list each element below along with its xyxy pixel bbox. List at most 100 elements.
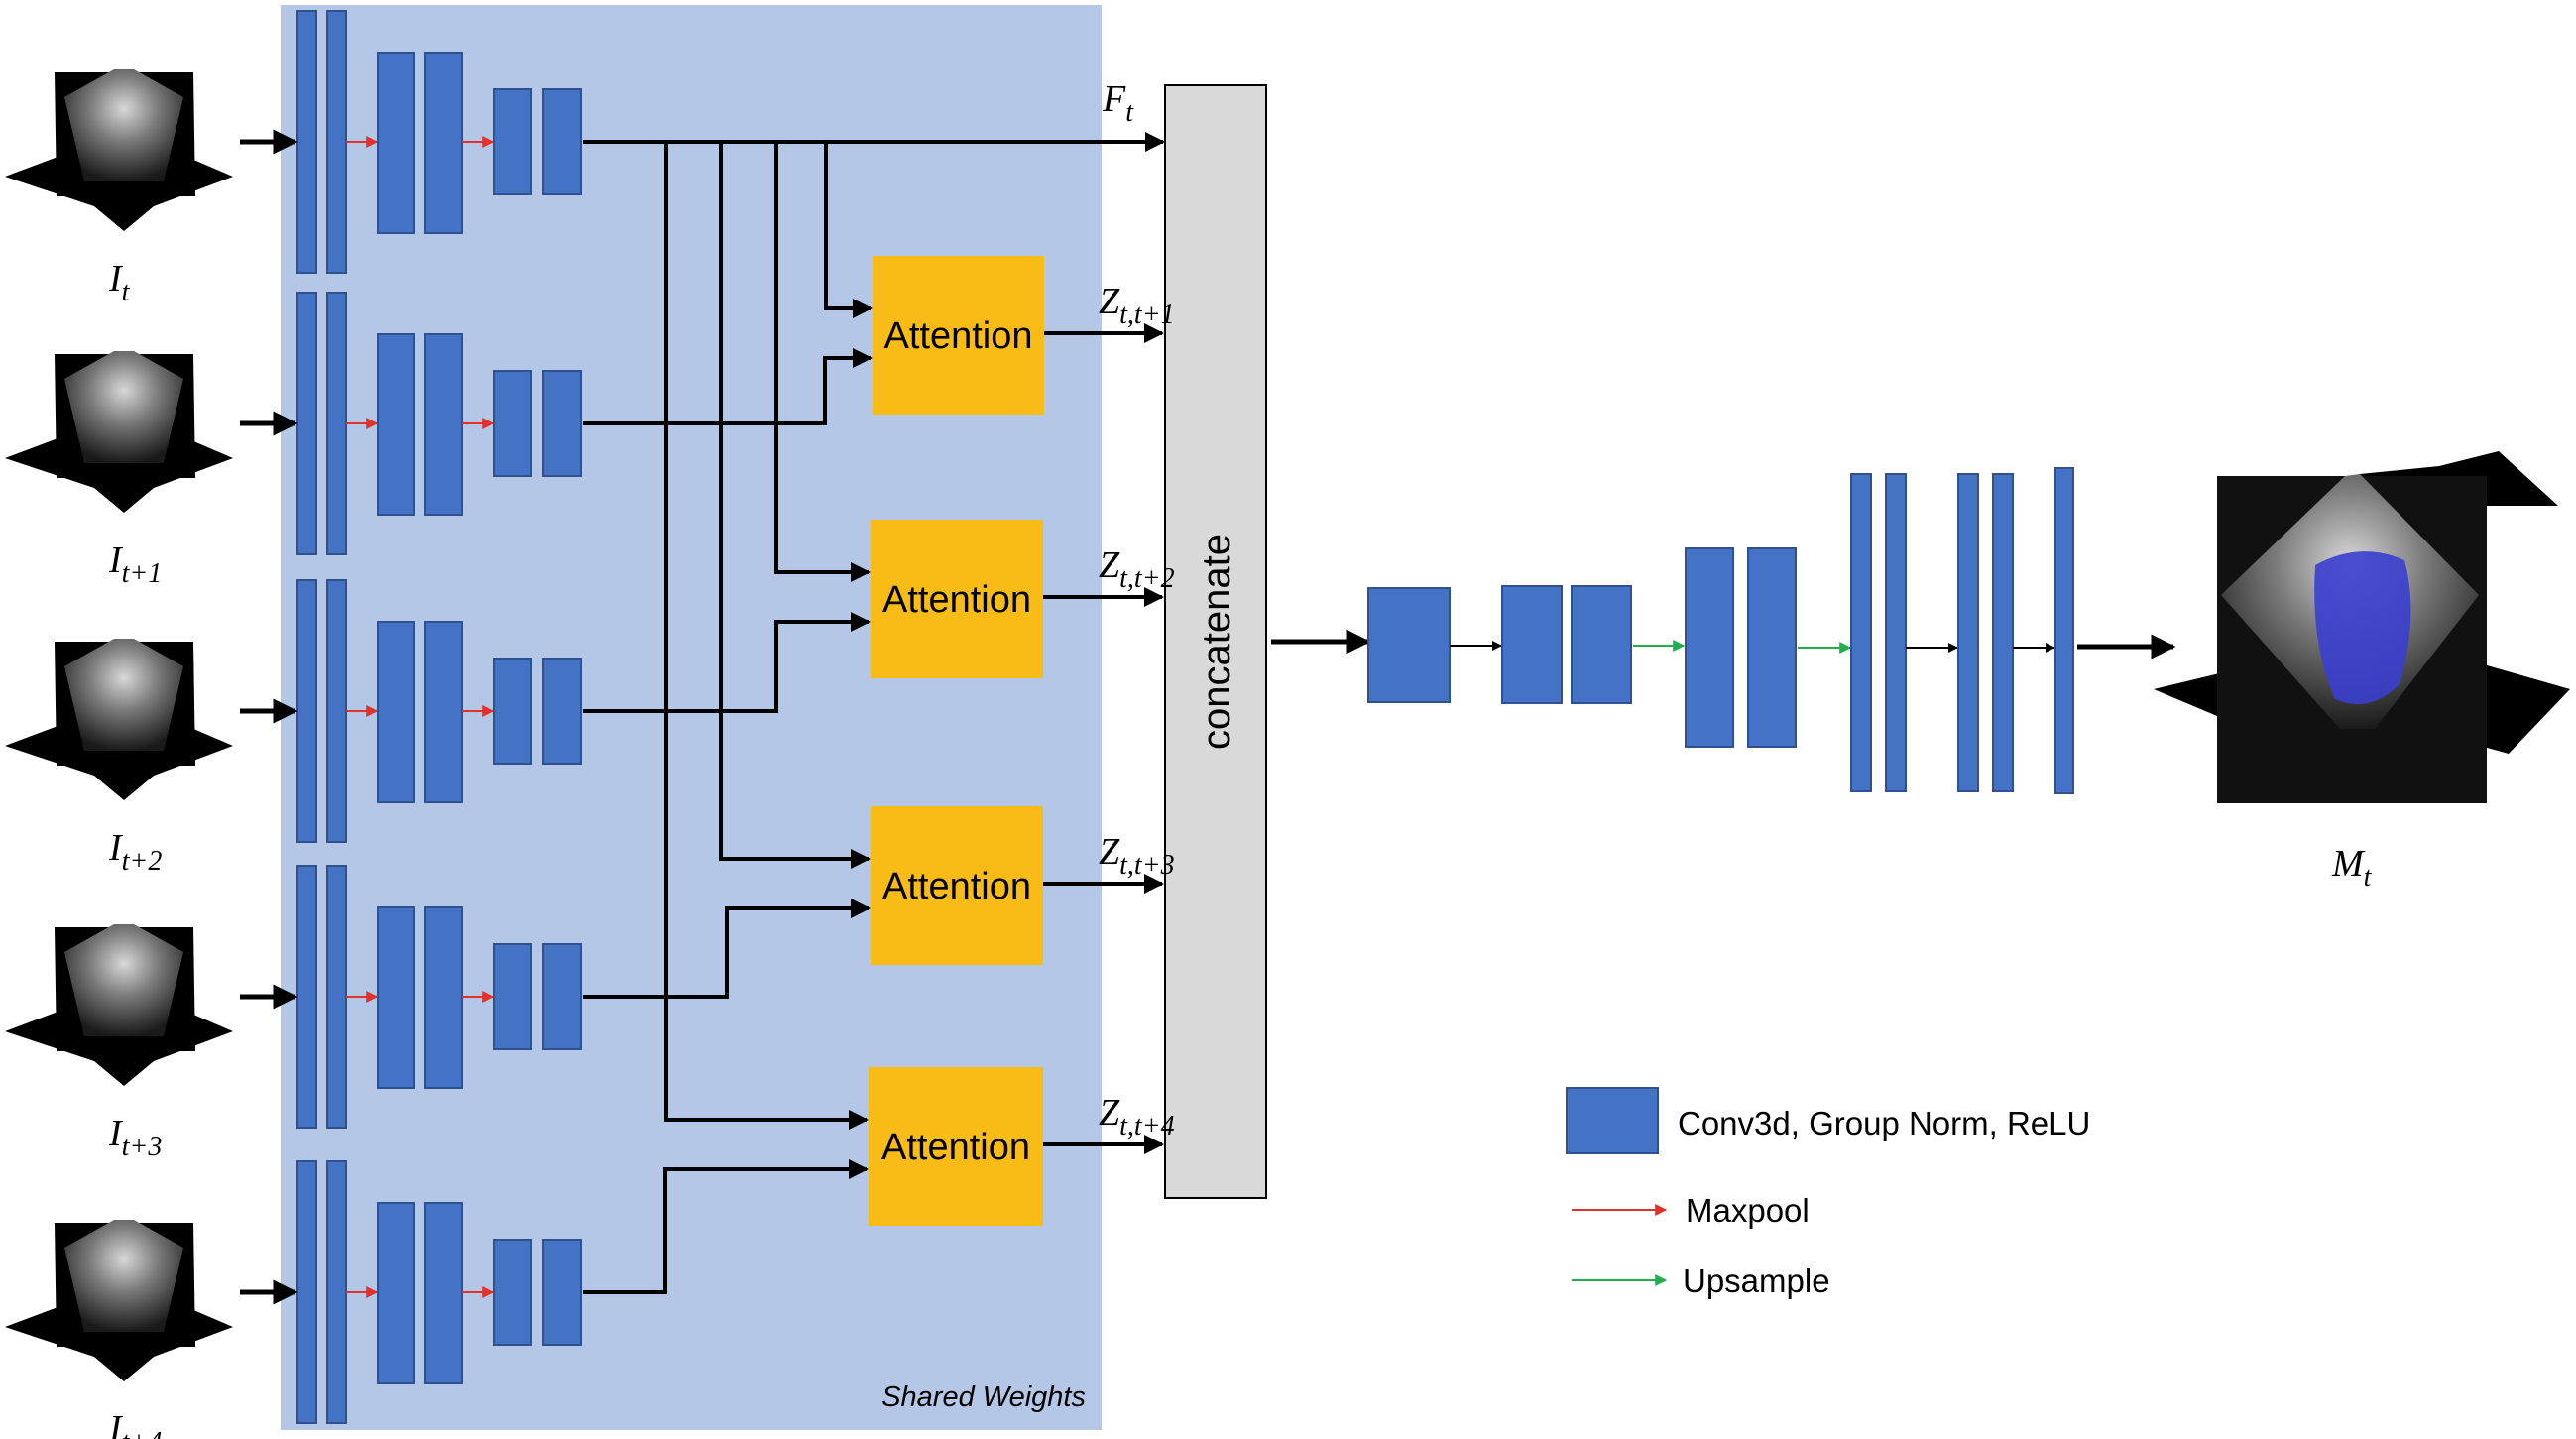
decoder-block <box>2054 467 2074 794</box>
input-volume <box>5 1220 233 1381</box>
encoder-block <box>377 906 415 1089</box>
encoder-block <box>296 292 317 555</box>
input-label: It+3 <box>108 1113 162 1162</box>
attention-label: Attention <box>882 579 1031 621</box>
attention-output-label: Zt,t+2 <box>1099 544 1175 594</box>
feature-to-attention-line <box>774 142 871 582</box>
concatenate-label: concatenate <box>1195 534 1238 750</box>
encoder-block <box>542 370 582 477</box>
legend-maxpool-label: Maxpool <box>1686 1192 1810 1229</box>
connection-lines <box>240 129 1165 1305</box>
input-ultrasound-sector <box>64 1220 183 1332</box>
encoder-block <box>326 579 347 843</box>
decoder-block <box>1957 473 1979 792</box>
encoder-block <box>326 292 347 555</box>
attention-label: Attention <box>882 866 1031 907</box>
output-label: Mt <box>2331 843 2373 893</box>
encoder-block <box>326 865 347 1129</box>
input-label-sub: t+4 <box>122 1427 163 1439</box>
legend-conv-label: Conv3d, Group Norm, ReLU <box>1678 1105 2090 1141</box>
encoder-block <box>424 1202 463 1384</box>
encoder-block <box>296 579 317 843</box>
encoder-block <box>542 658 582 765</box>
decoder-block <box>1885 473 1907 792</box>
attention-block <box>871 520 1043 678</box>
output-volume <box>2154 451 2570 803</box>
input-label-base: I <box>108 827 124 869</box>
frame-to-attention-line <box>583 1159 869 1294</box>
encoder-block <box>377 333 415 516</box>
input-label: It+1 <box>108 540 162 589</box>
encoder-block <box>326 10 347 274</box>
input-label: It+4 <box>108 1408 162 1439</box>
attention-output-label-sub: t,t+3 <box>1119 850 1174 881</box>
feature-label-sub: t <box>1125 97 1134 128</box>
encoder-block <box>493 658 532 765</box>
attention-blocks: AttentionZt,t+1AttentionZt,t+2AttentionZ… <box>869 256 1175 1226</box>
encoder-block <box>296 10 317 274</box>
attention-output-label-sub: t,t+1 <box>1119 300 1174 330</box>
input-volume <box>5 639 233 800</box>
shared-weights-label: Shared Weights <box>881 1381 1086 1413</box>
attention-block <box>871 806 1043 965</box>
input-label-base: I <box>108 540 124 581</box>
input-ultrasound-sector <box>64 639 183 751</box>
encoder-block <box>424 906 463 1089</box>
attention-output-label: Zt,t+3 <box>1099 831 1175 881</box>
attention-output-label: Zt,t+4 <box>1099 1092 1175 1141</box>
attention-output-label: Zt,t+1 <box>1099 281 1175 330</box>
decoder-block <box>1747 547 1797 748</box>
input-volume <box>5 351 233 513</box>
decoder-block <box>1992 473 2014 792</box>
attention-output-label-base: Z <box>1099 544 1120 586</box>
legend: Conv3d, Group Norm, ReLU Maxpool Upsampl… <box>1566 1087 2090 1299</box>
frame-to-attention-line <box>583 348 873 425</box>
legend-upsample-label: Upsample <box>1683 1262 1830 1299</box>
encoder-block <box>326 1160 347 1424</box>
decoder-block <box>1501 585 1563 704</box>
attention-output-label-base: Z <box>1099 1092 1120 1134</box>
attention-block <box>873 256 1044 415</box>
input-label-sub: t+3 <box>122 1132 163 1162</box>
concatenate-block <box>1164 84 1267 1199</box>
attention-output-label-sub: t,t+2 <box>1119 563 1174 594</box>
feature-label: Ft <box>1102 78 1134 128</box>
encoder-block <box>493 88 532 195</box>
output-segmentation-mask <box>2314 551 2411 704</box>
attention-label: Attention <box>881 1127 1030 1168</box>
attention-output-label-base: Z <box>1099 281 1120 322</box>
input-label-base: I <box>108 1408 124 1439</box>
input-label: It+2 <box>108 827 162 877</box>
legend-conv-swatch <box>1566 1087 1659 1154</box>
input-ultrasound-sector <box>64 924 183 1036</box>
input-label-sub: t+1 <box>122 558 163 589</box>
decoder <box>1367 467 2176 794</box>
decoder-block <box>1850 473 1872 792</box>
attention-label: Attention <box>884 315 1033 357</box>
output-label-sub: t <box>2364 862 2373 893</box>
attention-output-label-base: Z <box>1099 831 1120 873</box>
encoder-block <box>377 621 415 803</box>
input-label-base: I <box>108 258 124 300</box>
encoder-block <box>424 52 463 234</box>
input-label: It <box>108 258 131 307</box>
attention-output-label-sub: t,t+4 <box>1119 1111 1174 1141</box>
input-ultrasound-sector <box>64 69 183 181</box>
encoder-block <box>424 621 463 803</box>
decoder-block <box>1685 547 1734 748</box>
encoder-block <box>542 88 582 195</box>
encoder-block <box>296 865 317 1129</box>
input-label-sub: t <box>122 277 131 307</box>
encoder-block <box>542 1239 582 1346</box>
output-label-base: M <box>2331 843 2366 885</box>
encoder-block <box>296 1160 317 1424</box>
feature-to-attention-line <box>664 142 869 1130</box>
input-volume <box>5 69 233 231</box>
encoder-block <box>493 370 532 477</box>
decoder-block <box>1571 585 1632 704</box>
encoder-block <box>377 52 415 234</box>
frame-to-attention-line <box>583 899 871 999</box>
encoder-groups <box>296 10 582 1424</box>
